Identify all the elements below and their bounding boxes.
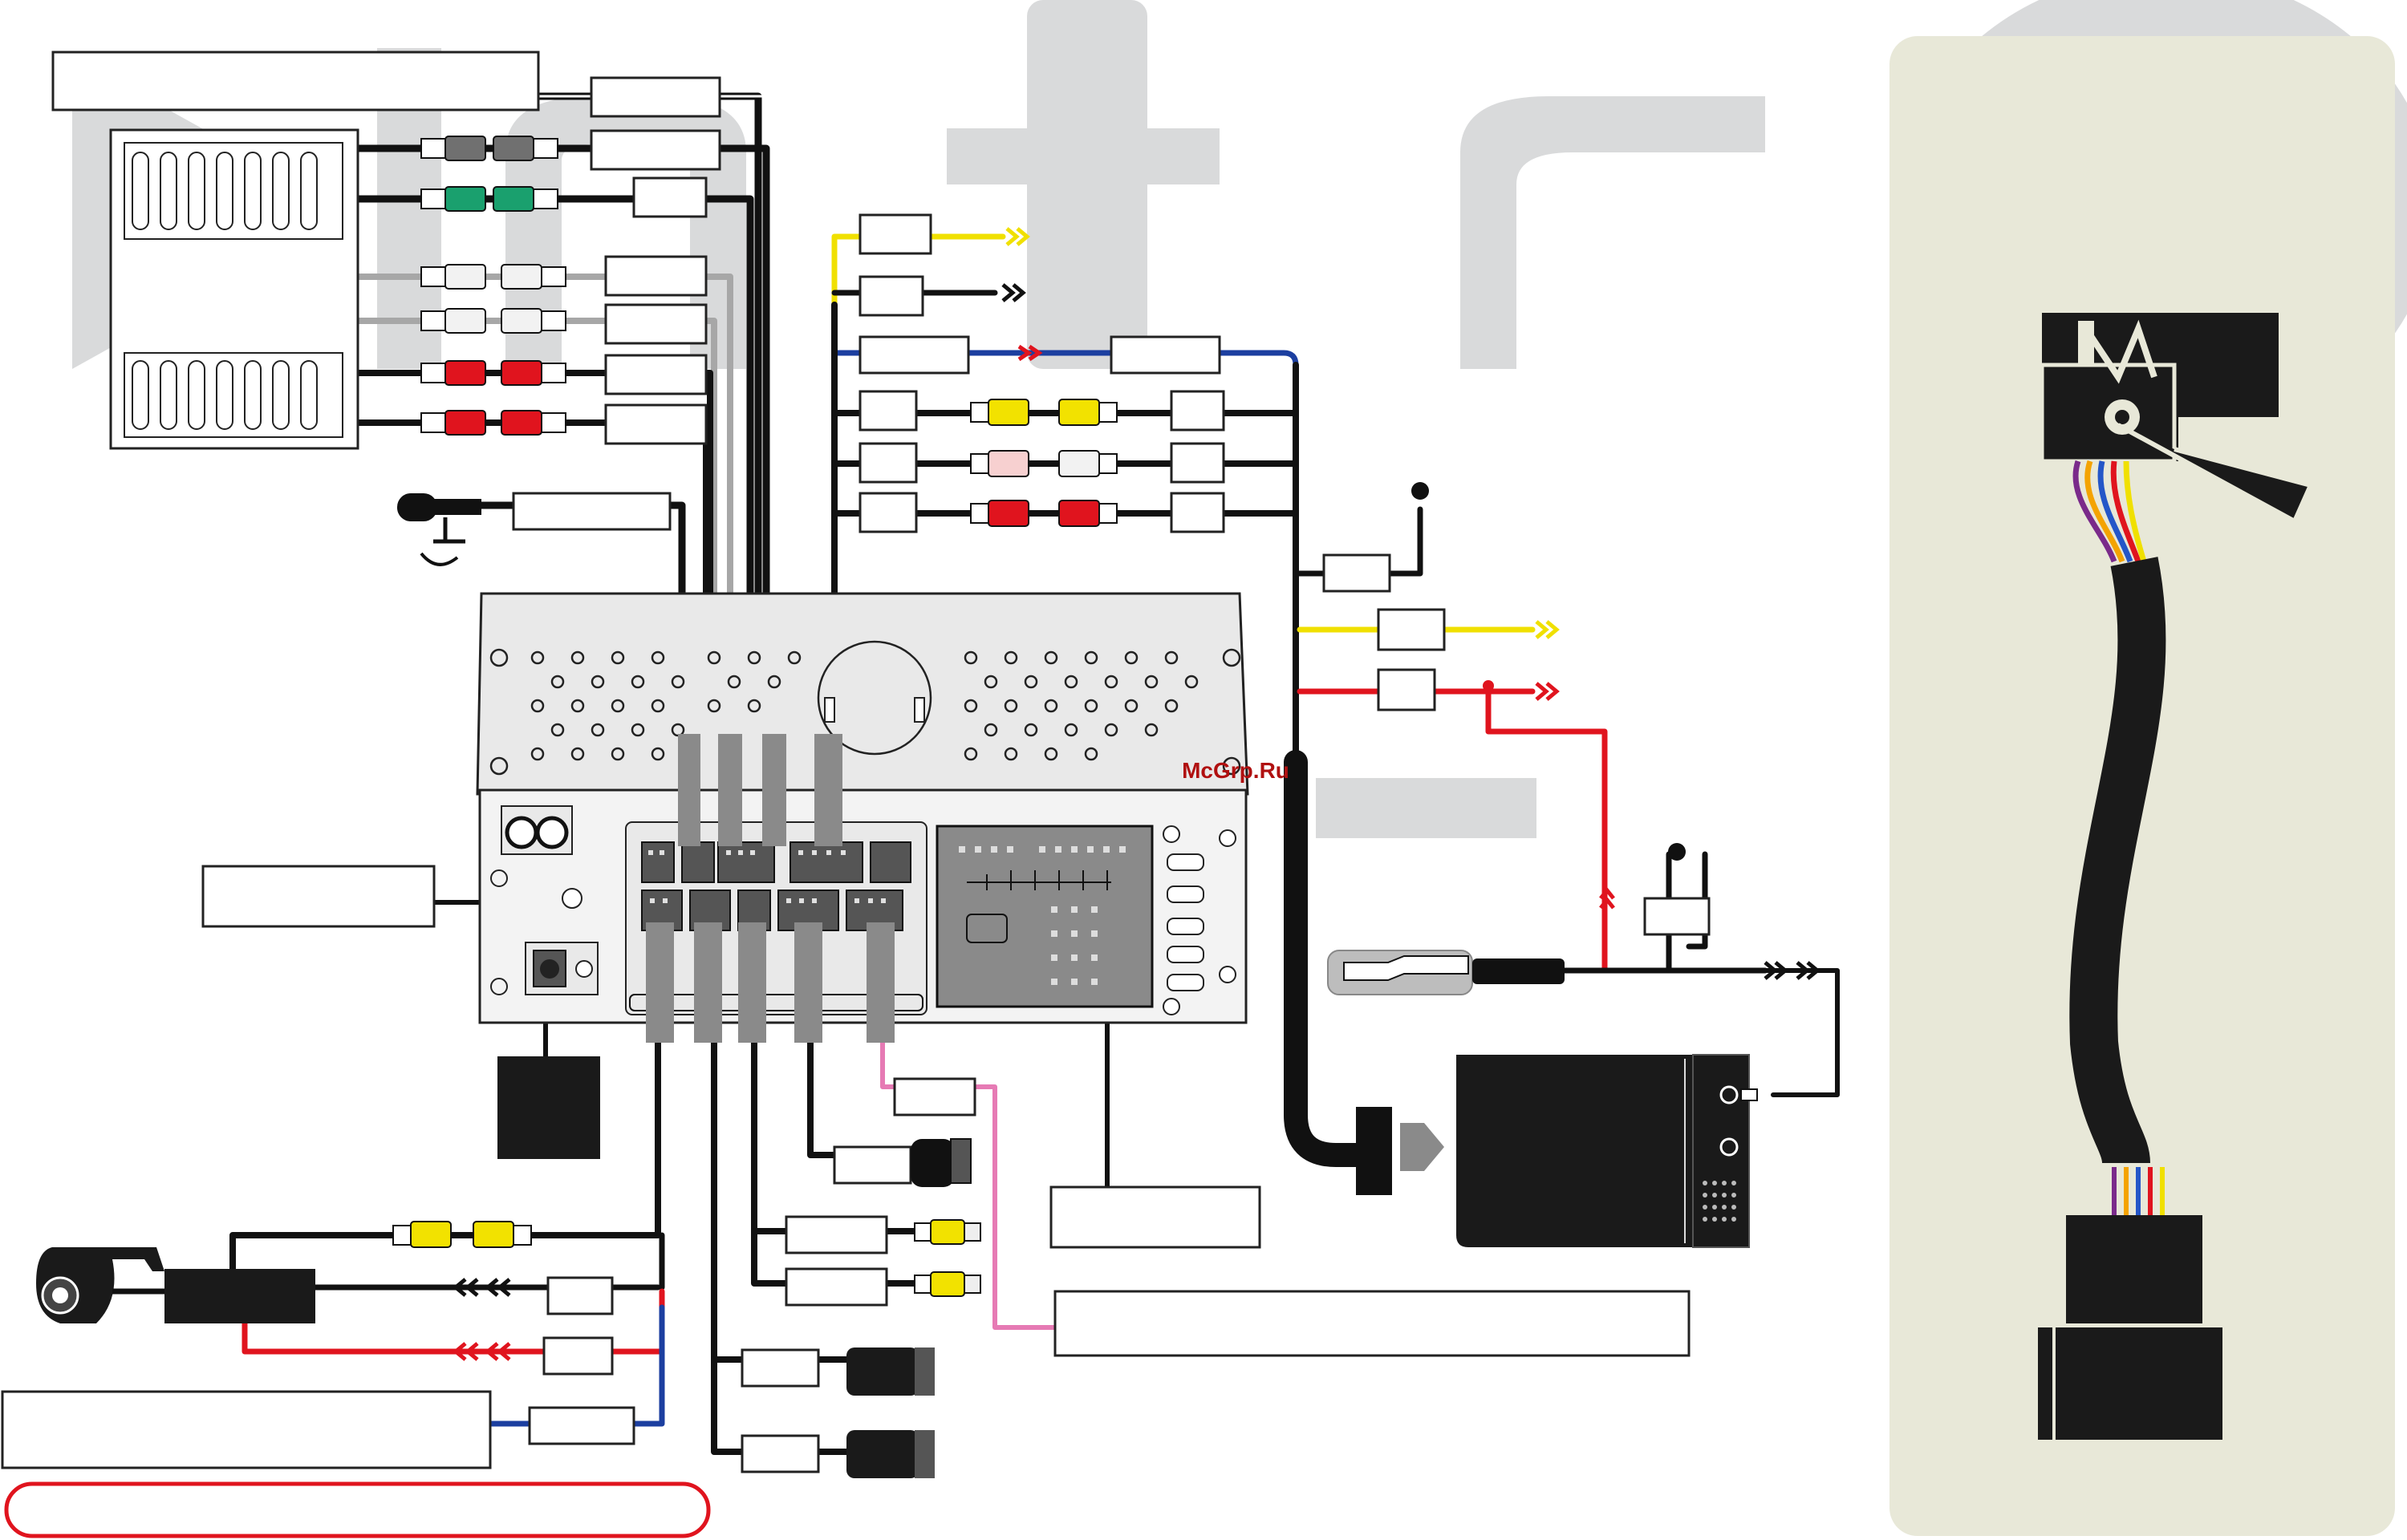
label-box <box>201 865 436 928</box>
rca-plug-red <box>420 410 566 436</box>
label-boxes <box>1 51 1711 1538</box>
label-box <box>858 442 918 484</box>
label-box <box>542 1336 614 1376</box>
label-box <box>1170 390 1225 432</box>
navigation-module-icon <box>1356 1054 1758 1248</box>
label-box <box>1110 335 1221 375</box>
rca-plug-red <box>420 360 566 386</box>
wire-amp-2 <box>353 195 754 758</box>
rca-plug-gray <box>420 136 558 161</box>
head-unit-icon <box>476 592 1249 1024</box>
label-box <box>858 213 932 255</box>
double-chevron-icon <box>453 1278 511 1361</box>
label-box <box>604 255 708 297</box>
label-box <box>858 390 918 432</box>
label-box <box>1170 442 1225 484</box>
label-box <box>528 1406 635 1445</box>
iso-connectors <box>641 841 911 931</box>
label-box <box>893 1077 976 1116</box>
label-box <box>604 403 708 445</box>
label-box <box>785 1215 888 1254</box>
harness-cable <box>1284 750 1376 1167</box>
harness-plugs <box>646 734 895 1043</box>
label-box <box>858 492 918 533</box>
label-box <box>1643 897 1711 936</box>
label-box <box>1049 1185 1261 1249</box>
label-box <box>1322 553 1391 593</box>
label-box <box>1170 492 1225 533</box>
microphone-icon <box>397 493 481 566</box>
gps-antenna-icon <box>497 1056 600 1159</box>
connection-dots <box>1411 482 1686 861</box>
camera-control-box-icon <box>164 1269 315 1323</box>
rca-plugs-output <box>970 399 1118 527</box>
label-box <box>858 335 970 375</box>
steering-plugs <box>846 1348 935 1478</box>
iso-harness-plug-icon <box>2038 313 2315 1440</box>
label-box <box>741 1348 820 1388</box>
amplifier-icon <box>109 128 359 450</box>
label-box <box>1 1390 492 1469</box>
wire-pink <box>880 1000 1057 1330</box>
label-box <box>590 129 721 171</box>
connector-pins <box>648 850 886 903</box>
site-watermark: McGrp.Ru <box>1182 758 1289 783</box>
label-box <box>833 1145 912 1185</box>
label-box <box>632 176 708 218</box>
label-box <box>604 354 708 395</box>
label-box <box>858 275 924 317</box>
warning-label-box <box>4 1481 711 1538</box>
vent-holes <box>489 640 1241 776</box>
arrows <box>453 227 1820 1361</box>
rca-plugs-amp <box>420 136 566 436</box>
label-box <box>741 1434 820 1473</box>
label-box <box>512 492 672 531</box>
label-box <box>590 76 721 118</box>
label-box <box>546 1276 614 1315</box>
rca-plug-green <box>420 186 558 212</box>
rca-plugs-camera-out <box>914 1219 981 1297</box>
title-label-box <box>51 51 540 111</box>
rca-plug-white <box>420 308 566 334</box>
label-box <box>604 303 708 345</box>
rca-plug-camera <box>392 1221 532 1248</box>
arrow-right-icon <box>1001 227 1820 980</box>
usb-socket-icon <box>911 1138 972 1187</box>
radio-antenna-icon <box>1327 950 1565 995</box>
rear-camera-icon <box>36 1247 164 1323</box>
main-harness-socket <box>936 825 1154 1008</box>
label-box <box>1377 608 1446 651</box>
label-box <box>1377 668 1436 711</box>
rca-plug-white <box>420 264 566 290</box>
label-box <box>1053 1290 1691 1357</box>
label-box <box>785 1267 888 1307</box>
